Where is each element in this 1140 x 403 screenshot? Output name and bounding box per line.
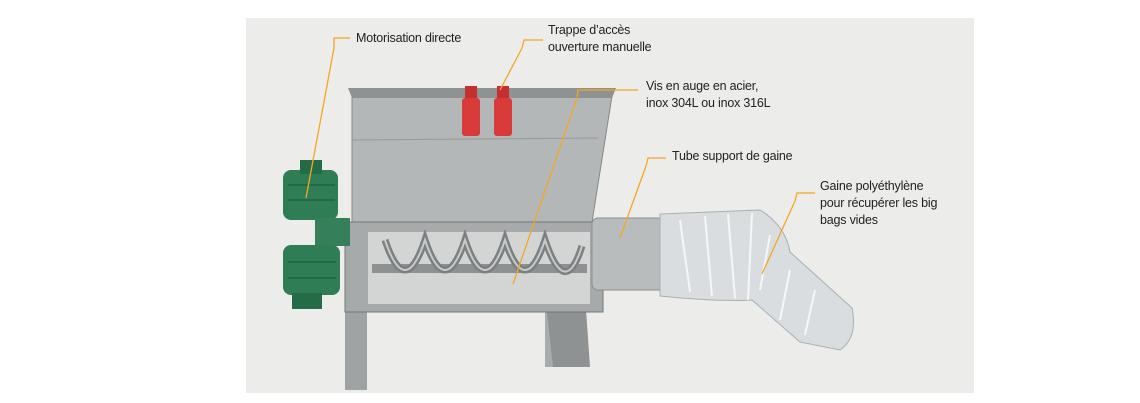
label-motorisation-text: Motorisation directe [356, 31, 462, 45]
label-trappe: Trappe d’accès ouverture manuelle [548, 22, 652, 56]
upper-motor [283, 170, 338, 220]
callout-trappe [499, 39, 543, 91]
label-vis: Vis en auge en acier, inox 304L ou inox … [646, 78, 771, 112]
lower-motor [283, 245, 340, 295]
label-gaine-line3: bags vides [820, 213, 878, 227]
hopper-edge [351, 137, 599, 141]
motor-flange [292, 293, 322, 309]
callout-gaine [761, 192, 815, 275]
label-vis-line1: Vis en auge en acier, [646, 79, 759, 93]
label-trappe-line1: Trappe d’accès [548, 23, 631, 37]
trapdoor-right [494, 98, 512, 136]
upper-motor-cap [300, 160, 322, 174]
label-trappe-line2: ouverture manuelle [548, 40, 652, 54]
label-gaine-line2: pour récupérer les big [820, 196, 938, 210]
hopper-body [351, 95, 613, 229]
label-tube-text: Tube support de gaine [672, 149, 793, 163]
trapdoor-left [462, 98, 480, 136]
rear-leg [345, 300, 367, 390]
screw-flights-highlight [384, 236, 583, 273]
callout-motorisation [305, 37, 350, 199]
label-motorisation: Motorisation directe [356, 30, 461, 47]
front-leg-shadow [545, 295, 590, 367]
label-tube: Tube support de gaine [672, 148, 793, 165]
hopper-rim [348, 88, 616, 98]
callout-vis [512, 89, 638, 285]
label-vis-line2: inox 304L ou inox 316L [646, 96, 771, 110]
label-gaine: Gaine polyéthylène pour récupérer les bi… [820, 178, 937, 229]
label-gaine-line1: Gaine polyéthylène [820, 179, 924, 193]
trapdoor-right-cap [497, 86, 509, 98]
trapdoor-left-cap [465, 86, 477, 98]
callout-tube [619, 157, 666, 239]
sleeve-folds [679, 212, 816, 336]
gearbox [315, 218, 350, 246]
